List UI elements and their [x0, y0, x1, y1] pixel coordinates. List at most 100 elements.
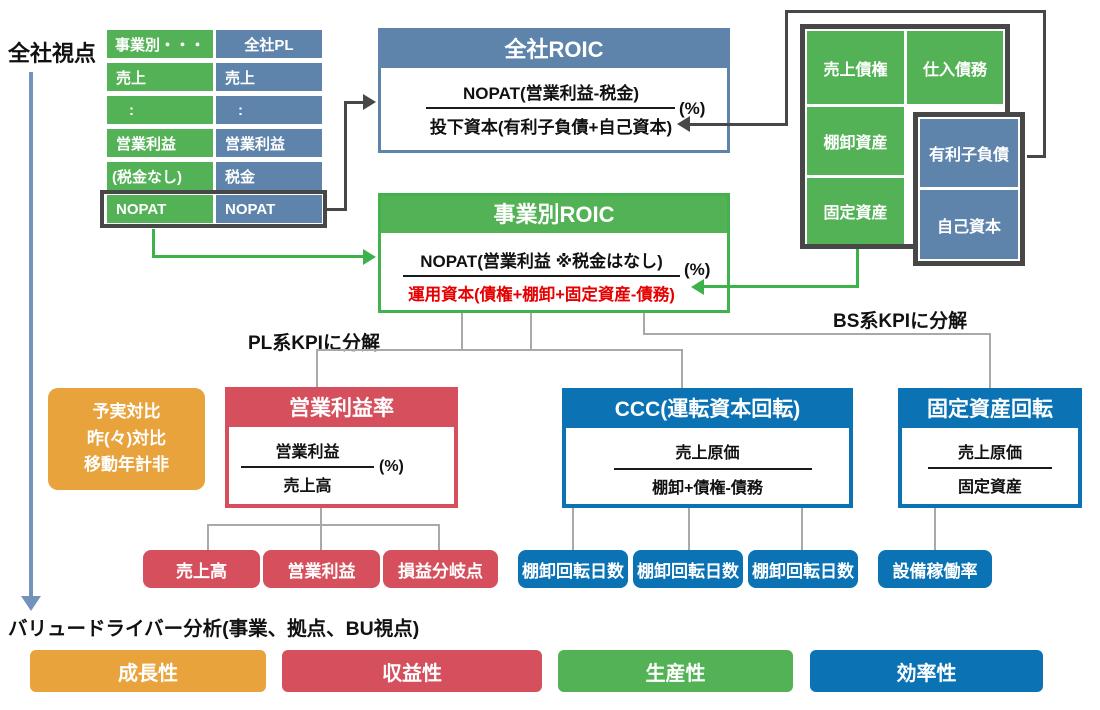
table-cell-op-profit-right: 営業利益: [216, 129, 322, 157]
table-cell-sales-left: 売上: [107, 63, 213, 91]
connector-gray: [530, 313, 532, 350]
leaf-inventory-days-3: 棚卸回転日数: [748, 550, 858, 588]
kpi-margin-unit: (%): [379, 458, 404, 475]
kpi-ccc-title: CCC(運転資本回転): [566, 392, 849, 428]
leaf-inventory-days-1: 棚卸回転日数: [518, 550, 628, 588]
connector-gray: [316, 349, 318, 388]
leaf-breakeven: 損益分岐点: [383, 550, 498, 588]
bs-cell-fixed-assets: 固定資産: [807, 178, 904, 244]
business-roic-title: 事業別ROIC: [381, 196, 727, 233]
connector-fixed-green-1: [856, 249, 859, 288]
business-roic-denominator: 運用資本(債権+棚卸+固定資産-債務): [408, 286, 675, 304]
connector-capital-dark-5: [1027, 155, 1046, 158]
table-cell-nopat-left: NOPAT: [107, 195, 213, 223]
connector-nopat-green-2: [152, 255, 364, 258]
kpi-fixed-numerator: 売上原価: [957, 445, 1022, 462]
connector-capital-dark-4: [1043, 10, 1046, 158]
connector-capital-dark-3: [785, 10, 1046, 13]
leaf-op-profit: 営業利益: [263, 550, 380, 588]
company-roic-unit: (%): [679, 99, 706, 118]
company-roic-title: 全社ROIC: [381, 31, 727, 68]
kpi-ccc-numerator: 売上原価: [675, 445, 740, 462]
table-cell-dots-left: :: [107, 96, 213, 124]
table-cell-op-profit-left: 営業利益: [107, 129, 213, 157]
connector-nopat-dark-1: [327, 208, 347, 211]
leaf-utilization: 設備稼働率: [878, 550, 992, 588]
comparison-line-2: 昨(々)対比: [86, 428, 167, 448]
connector-nopat-green-1: [152, 229, 155, 257]
kpi-ccc-fraction-line: [614, 468, 812, 470]
connector-fixed-green-2: [704, 285, 859, 288]
connector-gray: [801, 508, 803, 550]
kpi-fixed-title: 固定資産回転: [902, 392, 1078, 428]
comparison-line-1: 予実対比: [92, 402, 161, 422]
company-roic-numerator: NOPAT(営業利益-税金): [463, 84, 639, 103]
arrow-right-icon: [363, 94, 376, 110]
connector-gray: [316, 349, 683, 351]
connector-gray: [934, 508, 936, 550]
connector-gray: [572, 508, 574, 550]
arrow-right-icon: [363, 249, 376, 265]
arrow-left-icon: [691, 279, 704, 295]
connector-gray: [643, 333, 991, 335]
business-roic-unit: (%): [684, 260, 711, 279]
table-cell-sales-right: 売上: [216, 63, 322, 91]
table-cell-dots-right: :: [216, 96, 322, 124]
connector-gray: [688, 508, 690, 550]
business-roic-numerator: NOPAT(営業利益 ※税金はなし): [420, 252, 663, 271]
kpi-ccc-denominator: 棚卸+債権-債務: [652, 480, 763, 497]
connector-gray: [461, 313, 463, 350]
connector-nopat-dark-3: [347, 101, 364, 104]
arrow-down-icon: [21, 596, 41, 611]
comparison-line-3: 移動年計非: [84, 455, 169, 475]
category-bar-growth: 成長性: [30, 650, 266, 692]
nopat-row-highlight-frame: [100, 190, 327, 228]
table-header-company-pl: 全社PL: [216, 30, 322, 58]
business-roic-box: 事業別ROIC NOPAT(営業利益 ※税金はなし) 運用資本(債権+棚卸+固定…: [378, 193, 730, 313]
table-cell-tax: 税金: [216, 162, 322, 190]
value-driver-heading: バリュードライバー分析(事業、拠点、BU視点): [8, 618, 420, 640]
kpi-margin-box: 営業利益率 営業利益 売上高 (%): [225, 387, 458, 508]
pl-branch-label: PL系KPIに分解: [248, 333, 380, 354]
company-roic-fraction-line: [426, 107, 675, 109]
kpi-margin-title: 営業利益率: [229, 391, 454, 427]
bs-cell-payables: 仕入債務: [907, 31, 1003, 104]
table-cell-no-tax: (税金なし): [107, 162, 213, 190]
bs-cell-debt: 有利子負債: [920, 119, 1018, 187]
kpi-margin-denominator: 売上高: [283, 478, 332, 495]
company-roic-box: 全社ROIC NOPAT(営業利益-税金) 投下資本(有利子負債+自己資本) (…: [378, 28, 730, 153]
connector-gray: [207, 524, 209, 550]
bs-branch-label: BS系KPIに分解: [833, 311, 968, 332]
kpi-fixed-fraction-line: [928, 467, 1052, 469]
table-header-by-business: 事業別・・・: [107, 30, 213, 58]
kpi-margin-numerator: 営業利益: [275, 444, 340, 461]
connector-gray: [989, 333, 991, 388]
business-roic-fraction-line: [403, 275, 680, 277]
comparison-box: 予実対比 昨(々)対比 移動年計非: [48, 388, 205, 490]
connector-gray: [681, 349, 683, 388]
leaf-inventory-days-2: 棚卸回転日数: [633, 550, 743, 588]
kpi-margin-fraction-line: [241, 466, 374, 468]
company-perspective-label: 全社視点: [8, 41, 97, 66]
connector-capital-dark-1: [690, 123, 788, 126]
connector-capital-dark-2: [785, 10, 788, 126]
category-bar-efficiency: 効率性: [810, 650, 1043, 692]
kpi-ccc-box: CCC(運転資本回転) 売上原価 棚卸+債権-債務: [562, 388, 853, 508]
arrow-left-icon: [677, 116, 690, 132]
bs-cell-receivables: 売上債権: [807, 31, 904, 104]
kpi-fixed-denominator: 固定資産: [957, 479, 1022, 496]
company-roic-denominator: 投下資本(有利子負債+自己資本): [429, 118, 673, 137]
connector-gray: [643, 313, 645, 335]
connector-gray: [438, 524, 440, 550]
connector-gray: [207, 524, 440, 526]
bs-cell-inventory: 棚卸資産: [807, 107, 904, 175]
leaf-sales: 売上高: [143, 550, 260, 588]
table-cell-nopat-right: NOPAT: [216, 195, 322, 223]
bs-cell-equity: 自己資本: [920, 190, 1018, 259]
perspective-arrow-line: [29, 72, 33, 596]
connector-nopat-dark-2: [344, 101, 347, 211]
connector-gray: [320, 508, 322, 550]
category-bar-profitability: 収益性: [282, 650, 542, 692]
kpi-fixed-box: 固定資産回転 売上原価 固定資産: [898, 388, 1082, 508]
